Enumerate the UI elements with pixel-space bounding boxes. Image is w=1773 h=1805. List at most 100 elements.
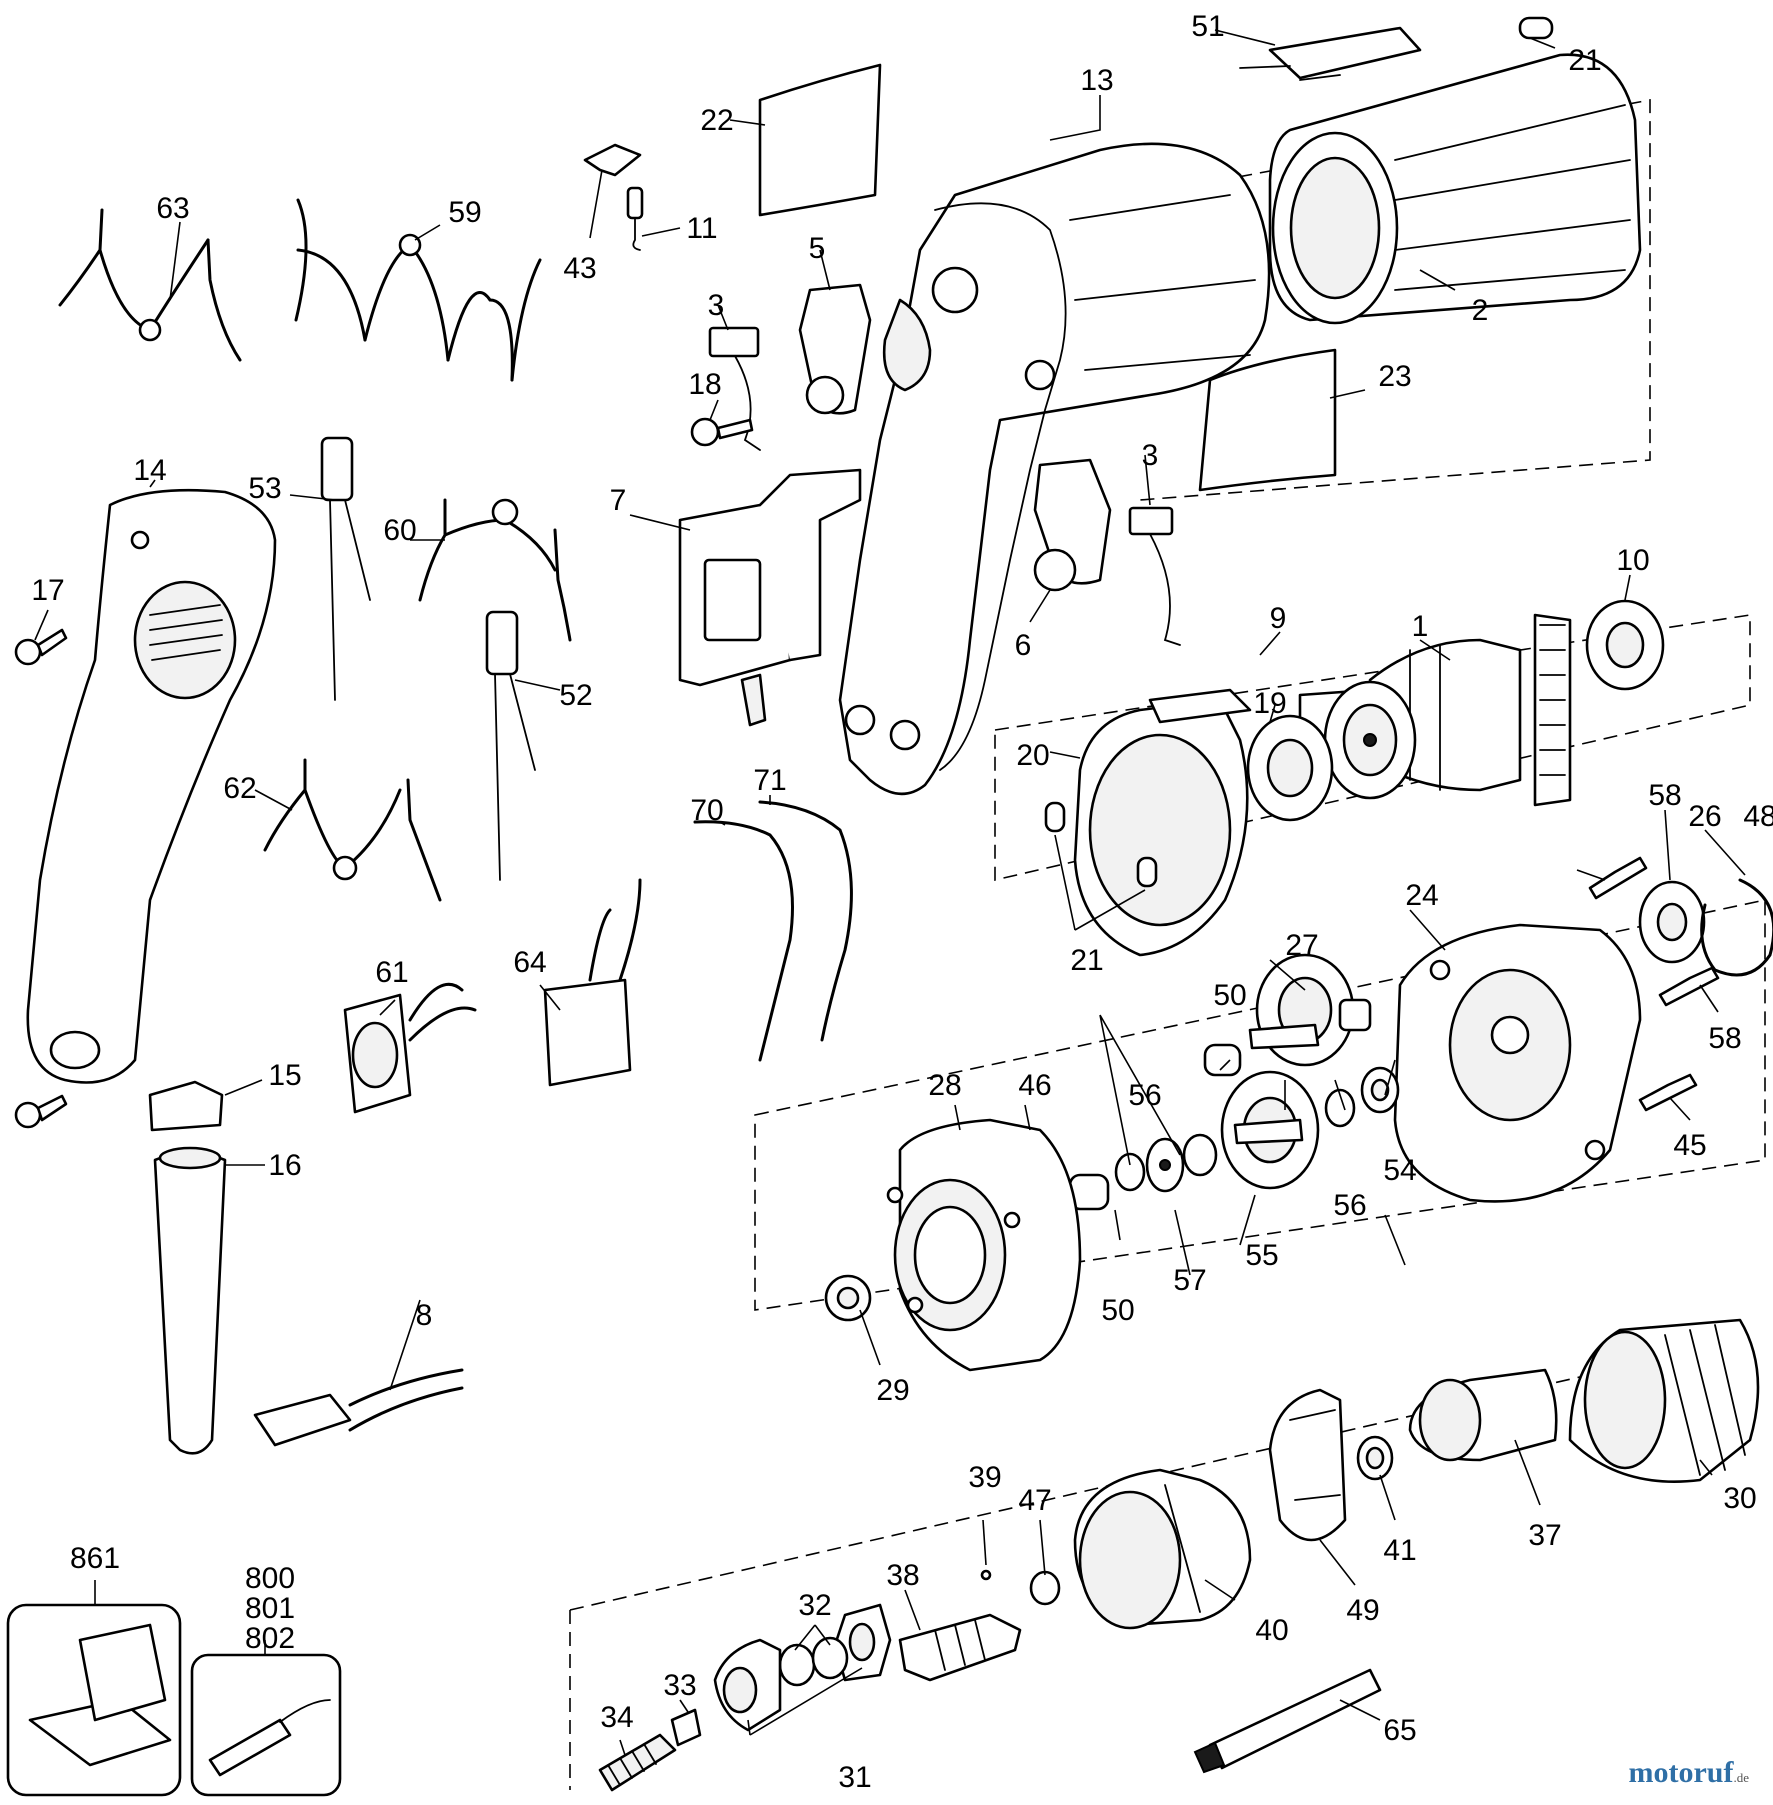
suppressor-53	[320, 436, 371, 701]
label-41: 41	[1383, 1534, 1416, 1567]
brush-holder-6	[1033, 458, 1112, 592]
label-sheet-23	[1198, 348, 1337, 492]
label-9: 9	[1270, 602, 1287, 635]
label-22: 22	[700, 104, 733, 137]
gear-case-24	[1393, 923, 1642, 1203]
plug-33	[670, 1708, 702, 1747]
suppressor-52	[485, 610, 536, 881]
brush-holder-5	[798, 283, 872, 415]
wire-62	[263, 758, 442, 902]
fan-9	[1323, 680, 1417, 800]
gear-27	[1248, 953, 1372, 1067]
kit-box-861	[6, 1603, 182, 1797]
label-62: 62	[223, 772, 256, 805]
wire-71	[758, 800, 853, 1042]
screw-18	[690, 417, 754, 447]
label-37: 37	[1528, 1519, 1561, 1552]
label-11: 11	[686, 212, 717, 245]
label-57: 57	[1173, 1264, 1206, 1297]
label-2: 2	[1472, 294, 1489, 327]
washer-56-b	[1182, 1133, 1218, 1177]
pins-21	[1044, 801, 1158, 888]
label-40: 40	[1255, 1614, 1288, 1647]
label-51: 51	[1191, 10, 1224, 43]
bearing-41	[1356, 1435, 1394, 1481]
label-46: 46	[1018, 1069, 1051, 1102]
retaining-ring-48	[1700, 878, 1773, 977]
locknut-31	[833, 1603, 892, 1682]
adjustment-collar-37	[1408, 1368, 1558, 1462]
label-59: 59	[448, 196, 481, 229]
brush-3-right	[1128, 506, 1181, 646]
nut-31-b	[713, 1638, 782, 1732]
label-58-bottom: 58	[1708, 1022, 1741, 1055]
cord-protector-16	[153, 1146, 227, 1455]
spring-47	[1029, 1570, 1061, 1606]
label-802: 802	[245, 1622, 295, 1655]
label-10: 10	[1616, 544, 1649, 577]
label-6: 6	[1015, 629, 1032, 662]
label-47: 47	[1018, 1484, 1051, 1517]
label-63: 63	[156, 192, 189, 225]
label-8: 8	[416, 1299, 433, 1332]
screw-17-bottom	[14, 1094, 68, 1129]
label-24: 24	[1405, 879, 1438, 912]
label-39: 39	[968, 1461, 1001, 1494]
label-800: 800	[245, 1562, 295, 1595]
screw-58-top	[1588, 856, 1648, 900]
label-21-bottom: 21	[1070, 944, 1103, 977]
label-14: 14	[133, 454, 166, 487]
capacitor-64	[543, 878, 642, 1087]
label-43: 43	[563, 252, 596, 285]
label-38: 38	[886, 1559, 919, 1592]
label-3-right: 3	[1142, 439, 1159, 472]
label-16: 16	[268, 1149, 301, 1182]
bearing-54	[1360, 1066, 1400, 1114]
label-sheet-22	[758, 63, 882, 217]
label-861: 861	[70, 1542, 120, 1575]
label-65: 65	[1383, 1714, 1416, 1747]
part-51	[1239, 26, 1422, 81]
label-23: 23	[1378, 360, 1411, 393]
label-52: 52	[559, 679, 592, 712]
screw-45	[1638, 1073, 1698, 1112]
cord-clamp-15	[148, 1080, 224, 1132]
terminal-11	[626, 186, 644, 251]
brush-3-top	[708, 326, 761, 451]
washer-56-c	[1324, 1088, 1356, 1128]
cord-8	[253, 1368, 464, 1447]
stator-2	[1268, 53, 1642, 325]
label-60: 60	[383, 514, 416, 547]
terminal-43	[583, 143, 642, 177]
wire-63	[58, 208, 242, 362]
clutch-housing-40	[1073, 1468, 1252, 1630]
switch-7	[678, 468, 862, 727]
spindle-38	[898, 1613, 1022, 1682]
wire-60	[418, 498, 572, 642]
label-45: 45	[1673, 1129, 1706, 1162]
bearing-26	[1638, 880, 1706, 964]
accessory-800	[190, 1653, 342, 1797]
leader-lines	[34, 29, 1746, 1756]
screw-17-top	[14, 628, 68, 666]
baffle-20	[1073, 688, 1252, 957]
label-53: 53	[248, 472, 281, 505]
label-27: 27	[1285, 929, 1318, 962]
label-34: 34	[600, 1701, 633, 1734]
clutch-49	[1268, 1388, 1347, 1542]
label-49: 49	[1346, 1594, 1379, 1627]
motor-housing-13	[838, 142, 1271, 796]
wire-70	[693, 820, 794, 1062]
watermark-brand: motoruf	[1628, 1756, 1734, 1789]
label-71: 71	[753, 764, 786, 797]
bearing-19	[1246, 714, 1334, 822]
label-50-bottom: 50	[1101, 1294, 1134, 1327]
label-5: 5	[809, 232, 826, 265]
choke-61	[343, 982, 477, 1114]
label-26: 26	[1688, 800, 1721, 833]
label-801: 801	[245, 1592, 295, 1625]
screw-58-bottom	[1658, 966, 1720, 1007]
label-55: 55	[1245, 1239, 1278, 1272]
label-33: 33	[663, 1669, 696, 1702]
